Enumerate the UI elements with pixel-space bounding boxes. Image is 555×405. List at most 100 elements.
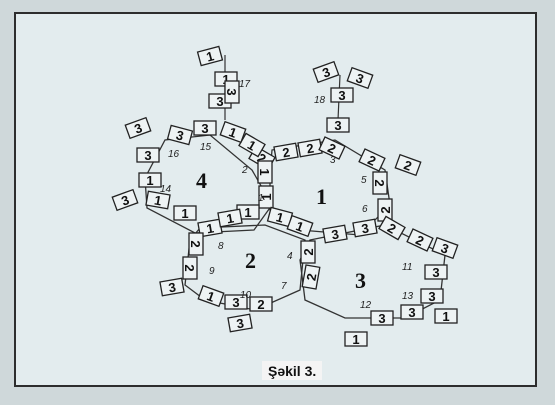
edge-tile-digit: 1 (205, 48, 216, 64)
edge-tile-digit: 3 (132, 120, 144, 137)
edge-tile-digit: 1 (146, 173, 153, 188)
edge-tile-rect (197, 284, 225, 308)
vertex-label-3: 3 (330, 155, 336, 166)
edge-tile-rect (273, 142, 299, 162)
edge-tile-digit: 2 (372, 179, 387, 186)
edge-tile: 2 (249, 296, 273, 312)
edge-tile-digit: 3 (360, 220, 370, 236)
edge-tile-digit: 3 (174, 127, 185, 143)
edge-tile: 1 (173, 205, 197, 221)
edge-tile-digit: 1 (257, 168, 272, 175)
edge-tile: 2 (394, 153, 422, 177)
edge-tile-rect (173, 205, 197, 221)
edge-tile: 3 (322, 224, 348, 244)
edge-tile-rect (219, 120, 247, 144)
edge-tile-digit: 3 (216, 94, 223, 109)
edge-tile: 3 (193, 120, 217, 136)
edge-tile: 1 (196, 45, 224, 67)
edge-tile-digit: 1 (181, 206, 188, 221)
edge-tile: 3 (330, 87, 354, 103)
edge-tile-digit: 2 (303, 272, 319, 282)
vertex-label-group: 1 2 3 4 5 6 7 8 9 10 11 12 13 14 15 16 1… (160, 79, 414, 311)
edge-tile-rect (249, 296, 273, 312)
edge-tile-digit: 3 (320, 64, 332, 81)
edge-tile-rect (322, 224, 348, 244)
edge-tile-digit: 3 (354, 70, 366, 87)
edge-tile-digit: 3 (235, 315, 245, 331)
edge-tile: 1 (434, 308, 458, 324)
edge-tile: 2 (297, 138, 323, 158)
edge-tile: 2 (372, 171, 388, 195)
edge-tile-rect (227, 313, 253, 333)
edge-tile-digit: 3 (439, 240, 451, 257)
edge-tile: 1 (258, 185, 274, 209)
edge-tile-rect (111, 188, 139, 212)
edge-tile: 3 (166, 124, 194, 146)
vertex-label-1: 1 (258, 193, 264, 204)
edge-tile-digit: 1 (294, 218, 306, 235)
edge-tile-rect (420, 288, 444, 304)
edge-tile: 2 (378, 215, 406, 241)
vertex-label-10: 10 (240, 290, 252, 301)
edge-tile-rect (431, 236, 459, 260)
vertex-label-6: 6 (362, 204, 368, 215)
edge-tile: 1 (344, 331, 368, 347)
edge-tile-rect (166, 124, 194, 146)
vertex-label-12: 12 (360, 300, 372, 311)
edge-tile-rect (145, 190, 171, 210)
edge-tile: 2 (358, 148, 386, 172)
edge-tile-rect (300, 240, 316, 264)
edge-tile-digit: 2 (305, 140, 315, 156)
edge-tile: 1 (286, 214, 314, 238)
edge-tile-rect (301, 264, 321, 290)
edge-tile-rect (217, 208, 243, 228)
edge-tile: 3 (312, 60, 340, 84)
vertex-label-2: 2 (241, 165, 248, 176)
cell-number-4: 4 (196, 168, 207, 193)
vertex-label-14: 14 (160, 184, 172, 195)
edge-tile-digit: 3 (201, 121, 208, 136)
edge-tile: 3 (224, 80, 240, 104)
edge-tile-digit: 2 (402, 157, 414, 174)
edge-tile-rect (424, 264, 448, 280)
edge-tile-rect (346, 66, 374, 90)
edge-tile: 2 (318, 136, 346, 160)
edge-tile: 3 (227, 313, 253, 333)
edge-tile: 1 (219, 120, 247, 144)
edge-tile: 3 (424, 264, 448, 280)
edge-tile-rect (370, 310, 394, 326)
vertex-label-4: 4 (287, 251, 293, 262)
vertex-label-11: 11 (402, 262, 412, 273)
edge-tile-digit: 1 (205, 220, 215, 236)
vertex-label-5: 5 (361, 175, 367, 186)
edge-tile-rect (188, 232, 204, 256)
edge-tile: 2 (182, 256, 198, 280)
edge-tile-digit: 3 (334, 118, 341, 133)
edge-tile-digit: 2 (257, 297, 264, 312)
vertex-label-16: 16 (168, 149, 180, 160)
edge-tile-digit: 3 (378, 311, 385, 326)
edge-tile: 3 (346, 66, 374, 90)
edge-tile: 1 (138, 172, 162, 188)
edge-tile-digit: 3 (338, 88, 345, 103)
edge-tile-rect (434, 308, 458, 324)
edge-tile-rect (257, 160, 273, 184)
vertex-label-13: 13 (402, 291, 414, 302)
edge-tile-digit: 3 (432, 265, 439, 280)
edge-tile-digit: 3 (144, 148, 151, 163)
edge-tile: 2 (273, 142, 299, 162)
edge-tile: 1 (145, 190, 171, 210)
edge-tile: 2 (406, 228, 434, 252)
edge-tile-digit: 2 (281, 144, 291, 160)
edge-tile: 1 (197, 284, 225, 308)
edge-tile-digit: 1 (225, 210, 235, 226)
edge-tile-rect (378, 215, 406, 241)
edge-tile: 3 (224, 294, 248, 310)
vertex-label-18: 18 (314, 95, 326, 106)
edge-tile-digit: 1 (259, 193, 274, 200)
cell-number-3: 3 (355, 268, 366, 293)
edge-tile-digit: 2 (182, 264, 197, 271)
edge-tile-digit: 1 (244, 205, 251, 220)
edge-tile-rect (138, 172, 162, 188)
